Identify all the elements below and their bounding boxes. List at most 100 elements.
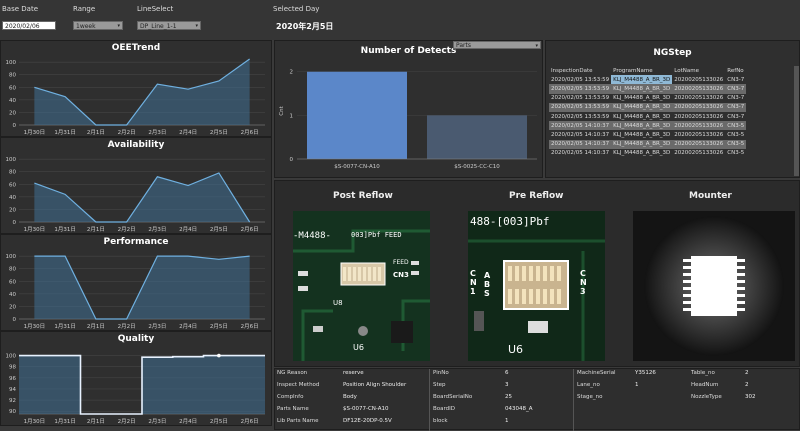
table-cell: 20200205133026: [672, 139, 726, 149]
x-tick-label: 2月6日: [241, 226, 259, 233]
pre-reflow-image[interactable]: 488-[003]Pbf CN1 ABS CN3 U6: [468, 211, 605, 361]
table-cell: KLJ_M4488_A_BR_3D: [613, 113, 671, 120]
pre-reflow-pcb: [468, 211, 605, 361]
ngstep-panel: NGStep InspectionDate ProgramName LotName R…: [545, 40, 800, 178]
x-tick-label: 2月5日: [210, 226, 228, 233]
data-point: [217, 353, 221, 358]
performance-title: Performance: [103, 237, 169, 247]
detail-value: 2: [745, 382, 749, 388]
table-cell: 20200205133026: [674, 150, 724, 157]
post-pcb-silkscreen-ref: 003]Pbf FEED: [351, 231, 402, 239]
mounter-title: Mounter: [689, 191, 732, 201]
x-tick-label: 2月3日: [148, 226, 166, 233]
table-cell: KLJ_M4488_A_BR_3D: [611, 121, 673, 131]
x-tick-label: 2月4日: [179, 226, 197, 233]
line-select[interactable]: DP_Line_1-1 ▾: [137, 21, 201, 30]
y-tick-label: 96: [9, 376, 16, 382]
column-header[interactable]: LotName: [674, 67, 700, 74]
ngstep-scrollbar[interactable]: [794, 66, 799, 176]
x-tick-label: 1月30日: [24, 323, 46, 330]
detects-bar: [307, 71, 407, 159]
y-tick-label: 0: [290, 157, 294, 163]
detects-dropdown[interactable]: Parts ▾: [453, 41, 541, 49]
y-tick-label: 0: [13, 220, 17, 226]
table-cell: 2020/02/05 14:10:37: [549, 121, 612, 131]
table-cell: 20200205133026: [672, 84, 726, 94]
y-tick-label: 20: [9, 110, 16, 116]
detail-value: Position Align Shoulder: [343, 382, 407, 388]
detail-value: DF12E-20DP-0.5V: [343, 418, 392, 424]
x-tick-label: 2月1日: [87, 418, 105, 425]
x-tick-label: $S-0077-CN-A10: [334, 164, 380, 170]
table-cell: CN3-7: [725, 102, 747, 112]
table-cell: 2020/02/05 13:53:59: [551, 76, 610, 83]
table-cell: CN3-5: [725, 139, 747, 149]
x-tick-label: 2月1日: [87, 226, 105, 233]
y-tick-label: 40: [9, 195, 16, 201]
detects-title: Number of Detects: [360, 46, 457, 56]
table-cell: 2020/02/05 13:53:59: [551, 113, 610, 120]
y-tick-label: 90: [9, 409, 16, 415]
y-tick-label: 40: [9, 292, 16, 298]
table-header-row: InspectionDate ProgramName LotName RefNo: [549, 66, 746, 75]
table-cell: KLJ_M4488_A_BR_3D: [613, 95, 671, 102]
availability-area: [34, 172, 250, 222]
base-date-input[interactable]: 2020/02/06: [2, 21, 56, 30]
line-select-value: DP_Line_1-1: [140, 23, 177, 30]
detail-key: HeadNum: [691, 382, 719, 388]
detail-value: 302: [745, 394, 756, 400]
column-header[interactable]: ProgramName: [613, 67, 653, 74]
chevron-down-icon: ▾: [117, 23, 120, 29]
y-tick-label: 1: [290, 113, 294, 119]
selected-day-label: Selected Day: [273, 5, 320, 13]
table-cell: CN3-7: [727, 76, 745, 83]
chevron-down-icon: ▾: [535, 43, 538, 49]
x-tick-label: 2月5日: [210, 323, 228, 330]
column-header[interactable]: RefNo: [727, 67, 744, 74]
y-tick-label: 100: [6, 254, 17, 260]
x-tick-label: 2月4日: [179, 418, 197, 425]
y-tick-label: 60: [9, 85, 16, 91]
x-tick-label: 2月1日: [87, 323, 105, 330]
range-select[interactable]: 1week ▾: [73, 21, 123, 30]
table-cell: CN3-7: [725, 84, 747, 94]
y-tick-label: 2: [290, 70, 294, 76]
column-header[interactable]: InspectionDate: [551, 67, 593, 74]
post-reflow-image[interactable]: -M4488- 003]Pbf FEED CN3 U8 U6 FEED: [293, 211, 430, 361]
y-tick-label: 100: [6, 60, 17, 66]
x-tick-label: 2月3日: [148, 323, 166, 330]
oee-area: [34, 59, 250, 125]
table-cell: KLJ_M4488_A_BR_3D: [611, 102, 673, 112]
performance-line: [34, 255, 250, 320]
detail-value: Body: [343, 394, 357, 400]
table-cell: CN3-5: [725, 121, 747, 131]
x-tick-label: 2月2日: [118, 418, 136, 425]
y-tick-label: 60: [9, 182, 16, 188]
line-select-label: LineSelect: [137, 5, 174, 13]
x-tick-label: 2月2日: [118, 323, 136, 330]
table-cell: KLJ_M4488_A_BR_3D: [613, 150, 671, 157]
detail-key: Inspect Method: [277, 382, 320, 388]
mounter-image[interactable]: [633, 211, 795, 361]
table-cell: 2020/02/05 14:10:37: [551, 150, 610, 157]
x-tick-label: 1月31日: [54, 323, 76, 330]
ngstep-title: NGStep: [653, 48, 692, 58]
detail-key: Stage_no: [577, 394, 603, 400]
detects-dropdown-value: Parts: [456, 42, 471, 49]
x-tick-label: 2月6日: [241, 129, 259, 136]
y-tick-label: 60: [9, 279, 16, 285]
y-tick-label: 80: [9, 170, 16, 176]
detail-value: 2: [745, 370, 749, 376]
